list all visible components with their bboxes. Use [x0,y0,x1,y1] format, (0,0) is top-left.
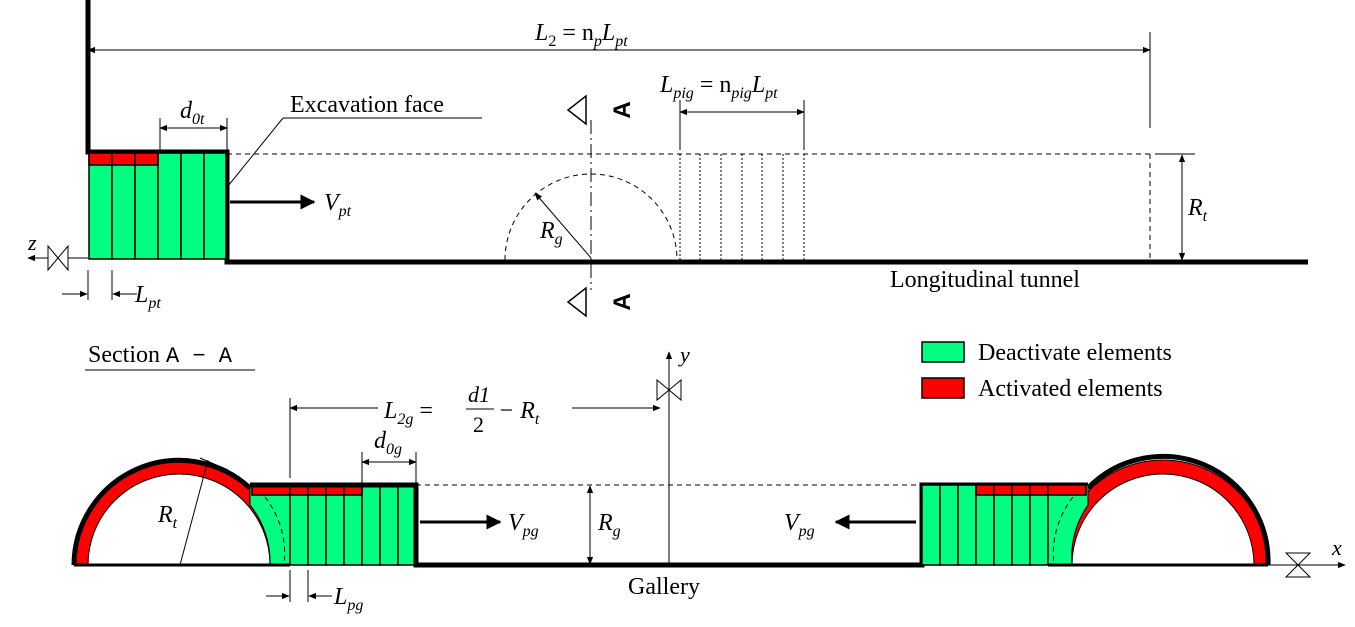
rt2-radius-line [179,459,209,566]
d0t-label: d0t [180,98,205,128]
left-tunnel-lining [73,459,285,566]
legend-activated-label: Activated elements [978,376,1163,402]
deactivated-elements-right-gallery [921,484,1049,566]
legend: Deactivate elements Activated elements [921,340,1172,402]
gallery-section-dashed-arc [504,173,678,261]
rg-radius-arrow [534,192,592,259]
right-tunnel-arch-outline [1086,453,1271,566]
rg2-label: Rg [597,510,621,540]
excavation-face-leader [227,117,284,187]
deactivated-elements-top [88,152,227,260]
lpt-label: Lpt [134,282,161,312]
excavation-face-label: Excavation face [290,92,444,118]
right-green-wedge [1047,484,1089,566]
z-axis-label: z [27,230,37,255]
x-axis-label: x [1331,535,1342,560]
left-green-wedge [249,484,291,566]
gallery-label: Gallery [628,574,700,600]
right-dashed-arc [1052,496,1074,566]
deactivated-elements-left-gallery [289,484,417,566]
tunnel-wall-outline [85,0,1308,265]
section-marker-top-icon [566,94,587,126]
section-a-a-view: Section A − A Rt [71,342,1346,614]
right-tunnel-lining [1057,459,1269,566]
left-dashed-arc [264,496,286,566]
longitudinal-tunnel-view: L2 = npLpt Lpig = npigLpt d0t Excavation… [27,0,1308,318]
y-axis-label: y [678,342,690,367]
l2g-numerator: d1 [468,382,490,407]
rg-label: Rg [539,218,563,248]
gallery-element-dotted-lines [679,154,805,260]
vpg-right-label: Vpg [784,510,815,540]
legend-deactivate-swatch [921,341,965,363]
section-a-bottom-label: A [609,293,636,310]
vpt-label: Vpt [324,190,352,220]
d0g-label: d0g [374,428,402,458]
l2g-minus-rt: − Rt [498,398,540,428]
rt2-label: Rt [157,502,178,532]
y-axis-symbol-icon [656,378,682,402]
lpg-label: Lpg [333,584,363,614]
l2-label: L2 = npLpt [534,20,628,50]
l2g-label: L2g = [383,398,433,428]
lpig-label: Lpig = npigLpt [659,72,778,102]
longitudinal-tunnel-label: Longitudinal tunnel [890,267,1080,293]
rt2-tangent-mark [199,457,229,471]
legend-deactivate-label: Deactivate elements [978,340,1172,366]
left-tunnel-arch-outline [71,457,252,566]
activated-elements-right-gallery [975,484,1087,496]
section-marker-bottom-icon [566,286,587,318]
l2g-denominator: 2 [473,412,484,437]
section-title: Section A − A [88,342,233,369]
vpg-left-label: Vpg [508,510,539,540]
x-axis-symbol-icon [1284,552,1312,578]
rt-label: Rt [1187,195,1208,225]
legend-activated-swatch [921,377,965,399]
activated-elements-top [88,152,159,166]
section-a-top-label: A [609,101,636,118]
z-axis-symbol-icon [47,244,69,272]
